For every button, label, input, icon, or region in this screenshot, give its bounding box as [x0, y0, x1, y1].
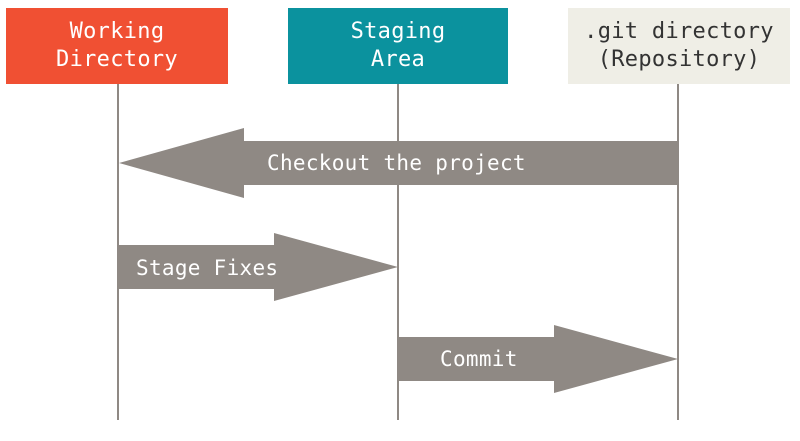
- working-directory-label-line-1: Working: [69, 19, 165, 44]
- staging-area-box: Staging Area: [288, 8, 508, 84]
- commit-arrow: [398, 325, 678, 393]
- working-directory-box: Working Directory: [6, 8, 228, 84]
- working-directory-lifeline: [117, 84, 119, 420]
- git-directory-box: .git directory (Repository): [568, 8, 790, 84]
- stage-fixes-arrow: [119, 233, 398, 301]
- checkout-arrow-label: Checkout the project: [267, 151, 526, 175]
- commit-arrow-label: Commit: [440, 347, 518, 371]
- checkout-arrow: [119, 128, 678, 198]
- git-directory-label-line-2: (Repository): [597, 47, 761, 72]
- working-directory-label-line-2: Directory: [56, 47, 178, 72]
- staging-area-label-line-2: Area: [370, 47, 426, 72]
- stage-fixes-arrow-label: Stage Fixes: [136, 256, 279, 280]
- staging-area-label-line-1: Staging: [350, 19, 446, 44]
- staging-area-lifeline: [397, 84, 399, 420]
- git-directory-lifeline: [677, 84, 679, 420]
- git-directory-label-line-1: .git directory: [584, 19, 774, 44]
